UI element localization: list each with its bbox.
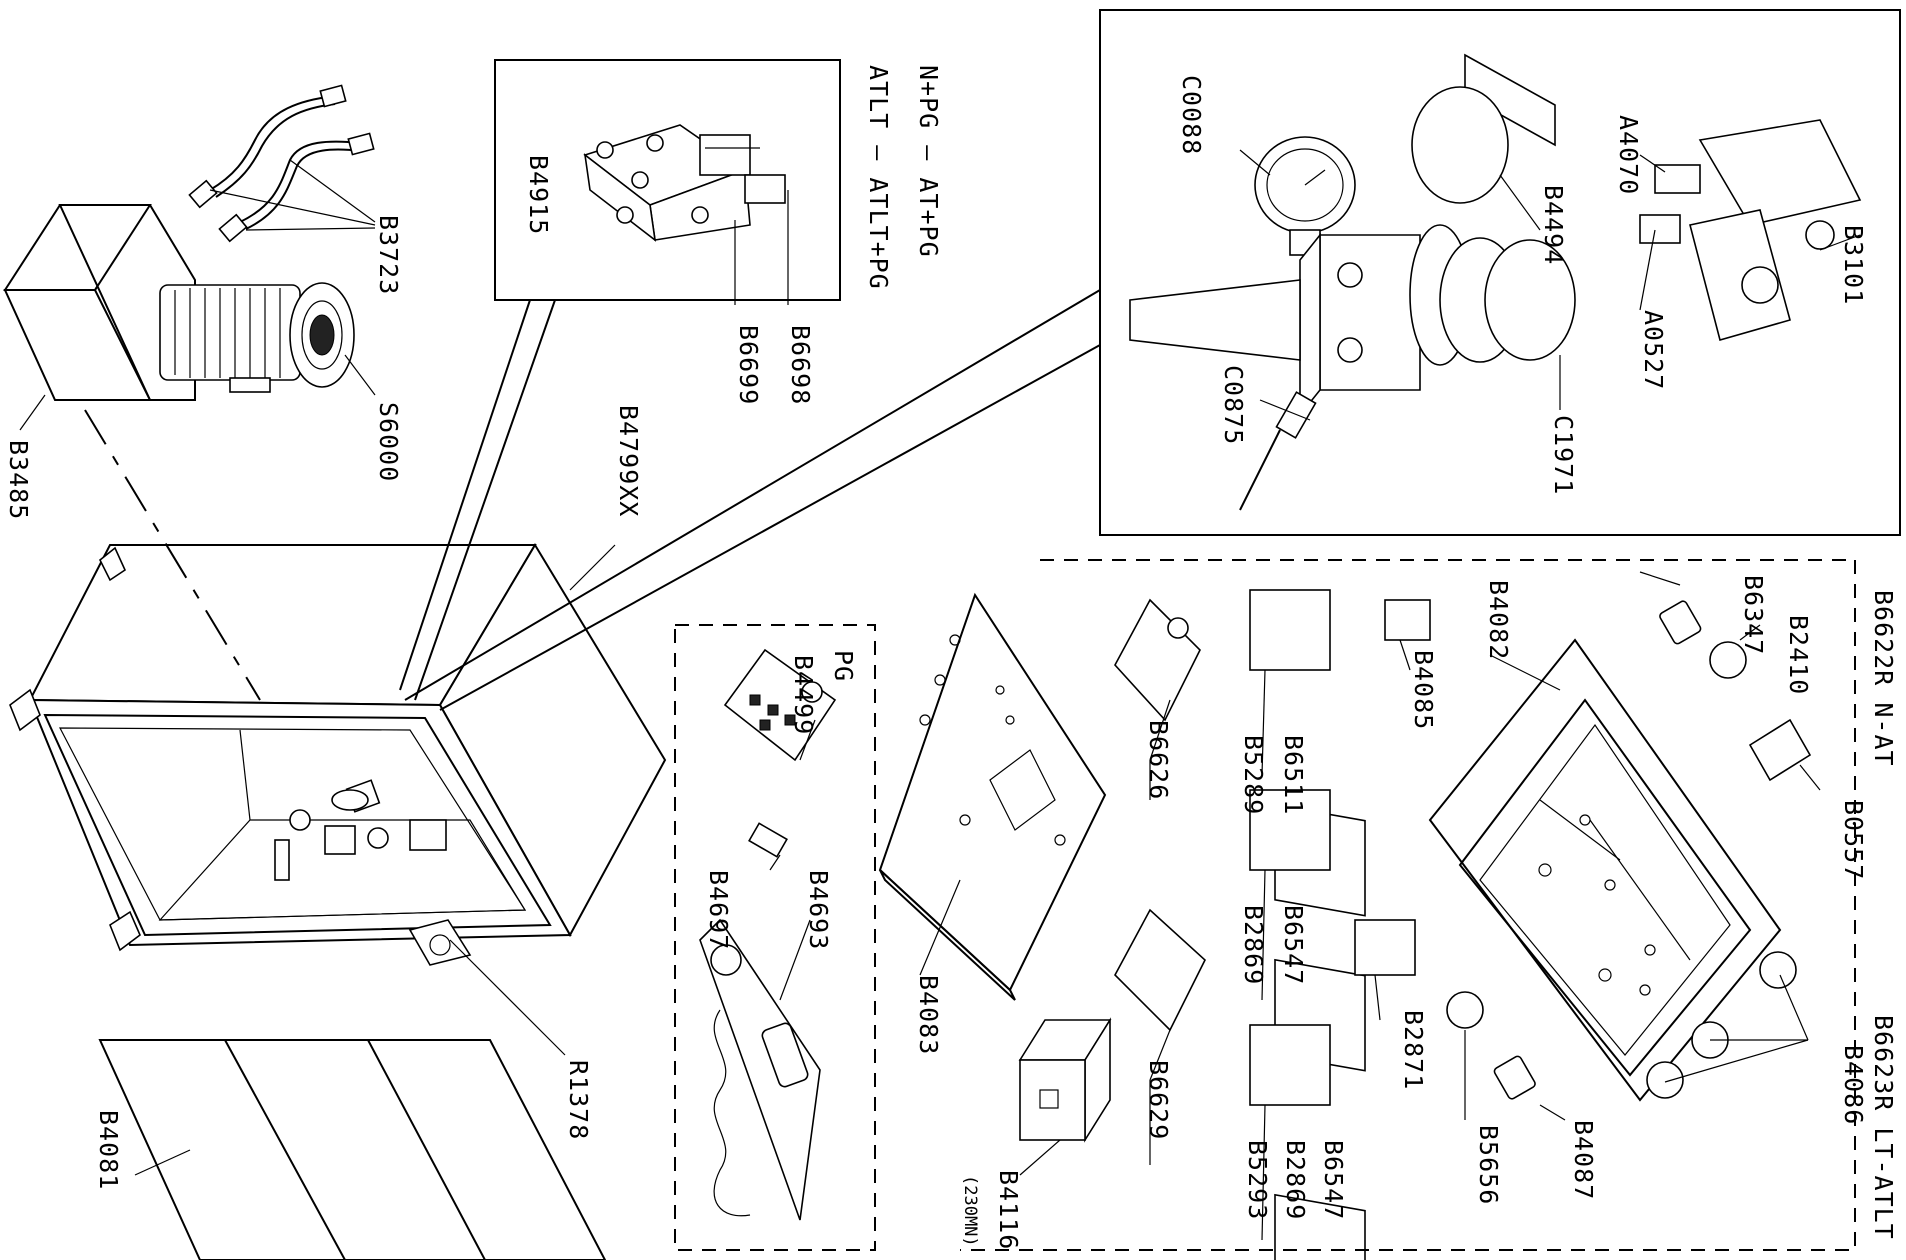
valve-option-line1: N+PG – AT+PG bbox=[914, 65, 943, 258]
panel-lt-atlt-label: B6623R LT-ATLT bbox=[1869, 1015, 1898, 1240]
label-b0557: B0557 bbox=[1839, 800, 1868, 880]
air-regulator-detail-box bbox=[1099, 9, 1901, 536]
label-b2871: B2871 bbox=[1399, 1010, 1428, 1090]
label-b4915: B4915 bbox=[524, 155, 553, 235]
push-button-panel-box bbox=[960, 559, 1856, 1251]
front-door bbox=[98, 1039, 607, 1260]
selector-b0557 bbox=[1748, 718, 1812, 782]
label-b4086: B4086 bbox=[1839, 1045, 1868, 1125]
button-b2410 bbox=[1709, 641, 1747, 679]
electric-motor bbox=[159, 282, 355, 393]
board-b6629 bbox=[1114, 908, 1206, 1032]
label-b4083: B4083 bbox=[914, 975, 943, 1055]
button-b6347 bbox=[1659, 600, 1702, 645]
cabinet-internal-valve bbox=[331, 779, 447, 851]
label-b6347: B6347 bbox=[1739, 575, 1768, 655]
label-b5289: B5289 bbox=[1239, 735, 1268, 815]
cabinet-internal-regulator bbox=[274, 809, 389, 881]
label-b4116: B4116 bbox=[994, 1170, 1023, 1250]
pg-option-box bbox=[674, 624, 876, 1251]
hydraulic-hoses bbox=[188, 84, 375, 243]
control-panel-plate bbox=[878, 592, 1107, 1001]
buttons-b4086 bbox=[1646, 951, 1797, 1099]
label-b2869-a: B2869 bbox=[1239, 905, 1268, 985]
label-b2410: B2410 bbox=[1784, 615, 1813, 695]
center-line bbox=[84, 409, 261, 701]
label-b6547-a: B6547 bbox=[1279, 905, 1308, 985]
detail-leader-valve-a bbox=[399, 299, 531, 691]
label-b4499: B4499 bbox=[789, 655, 818, 735]
label-b4081: B4081 bbox=[94, 1110, 123, 1190]
label-b6626: B6626 bbox=[1144, 720, 1173, 800]
label-a4070: A4070 bbox=[1614, 115, 1643, 195]
label-b4085: B4085 bbox=[1409, 650, 1438, 730]
label-c0875: C0875 bbox=[1219, 365, 1248, 445]
label-b4693: B4693 bbox=[804, 870, 833, 950]
label-s6000: S6000 bbox=[374, 402, 403, 482]
label-b3485: B3485 bbox=[4, 440, 33, 520]
label-b4799xx: B4799XX bbox=[614, 405, 643, 517]
terminal-b2871 bbox=[1354, 919, 1416, 976]
label-b2869-b: B2869 bbox=[1281, 1140, 1310, 1220]
label-c0088: C0088 bbox=[1177, 75, 1206, 155]
label-b6547-b: B6547 bbox=[1319, 1140, 1348, 1220]
label-r1378: R1378 bbox=[564, 1060, 593, 1140]
label-b5293: B5293 bbox=[1243, 1140, 1272, 1220]
label-b6629: B6629 bbox=[1144, 1060, 1173, 1140]
label-b6699: B6699 bbox=[734, 325, 763, 405]
valve-option-box bbox=[494, 59, 841, 305]
label-a0527: A0527 bbox=[1639, 310, 1668, 390]
label-b4697: B4697 bbox=[704, 870, 733, 950]
label-b4494: B4494 bbox=[1539, 185, 1568, 265]
detail-leader-valve-b bbox=[414, 299, 556, 701]
label-b4116-note: (230MN) bbox=[960, 1175, 980, 1247]
label-b4087: B4087 bbox=[1569, 1120, 1598, 1200]
board-b6626 bbox=[1114, 598, 1201, 722]
detail-leader-regulator-b bbox=[439, 344, 1101, 711]
main-cabinet bbox=[9, 543, 667, 952]
button-b5656 bbox=[1446, 991, 1484, 1029]
label-b5656: B5656 bbox=[1474, 1125, 1503, 1205]
pg-group-label: PG bbox=[829, 650, 858, 682]
label-b3723: B3723 bbox=[374, 215, 403, 295]
label-b3101: B3101 bbox=[1839, 225, 1868, 305]
labels: B3723 S6000 B3485 B4799XX R1378 B4081 B4… bbox=[4, 65, 1898, 1250]
label-c1971: C1971 bbox=[1549, 415, 1578, 495]
callout-leaders bbox=[19, 147, 1861, 1241]
label-b4082: B4082 bbox=[1484, 580, 1513, 660]
label-b6511: B6511 bbox=[1279, 735, 1308, 815]
valve-option-line2: ATLT – ATLT+PG bbox=[864, 65, 893, 290]
cabinet-internal-hydraulic-block bbox=[408, 919, 472, 966]
detail-leader-regulator-a bbox=[404, 289, 1101, 701]
button-b4087 bbox=[1493, 1055, 1536, 1100]
panel-n-at-label: B6622R N-AT bbox=[1869, 590, 1898, 767]
label-b6698: B6698 bbox=[786, 325, 815, 405]
box-b4116 bbox=[1018, 1017, 1112, 1143]
relay-b4085 bbox=[1384, 599, 1431, 641]
